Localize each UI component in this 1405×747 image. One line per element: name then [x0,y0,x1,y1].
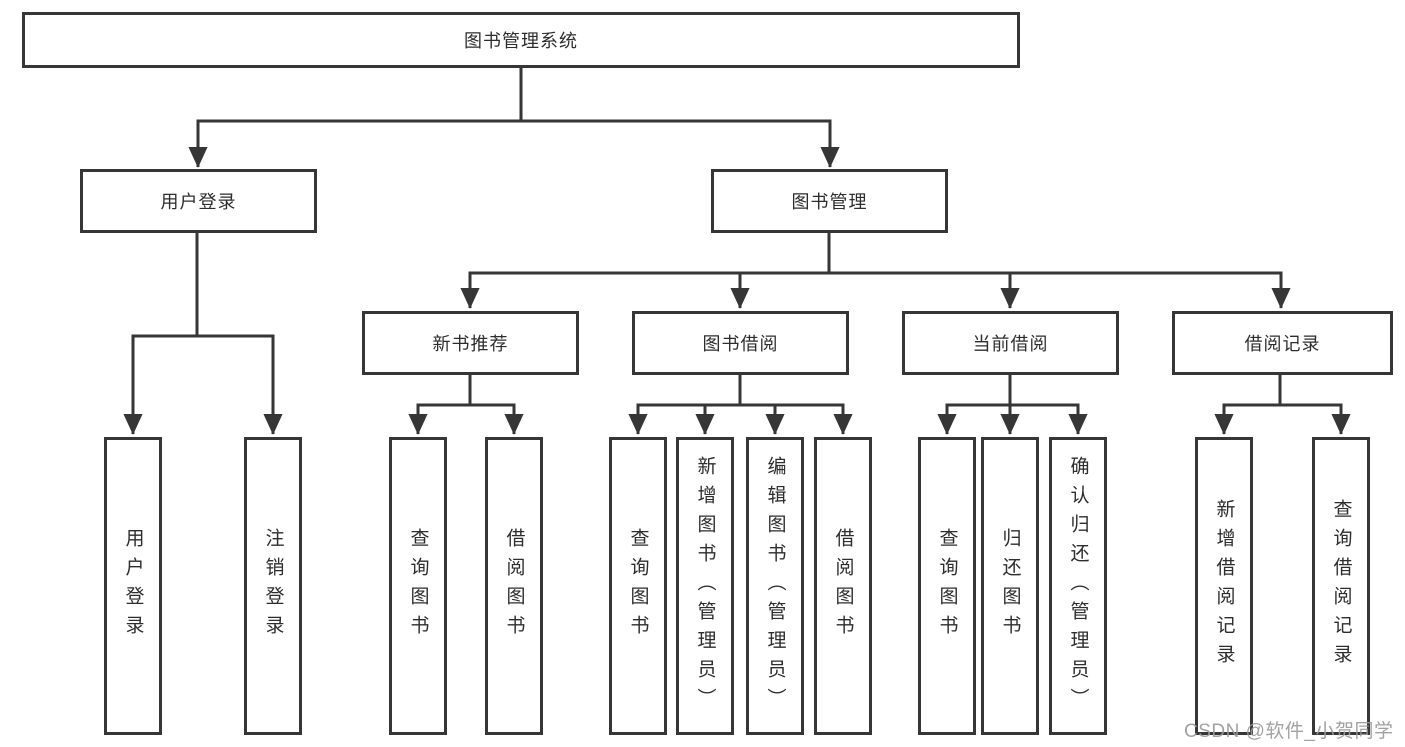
connector-book-borrow-children [628,375,853,435]
leaf-logout: 注销登录 [244,437,302,735]
node-current-borrowing: 当前借阅 [902,311,1119,375]
leaf-borrow-books-2: 借阅图书 [814,437,872,735]
leaf-query-books-1: 查询图书 [389,437,447,735]
leaf-add-borrow-record-label: 新增借阅记录 [1213,499,1235,673]
leaf-query-books-3: 查询图书 [918,437,976,735]
node-new-book-recommend: 新书推荐 [362,311,579,375]
leaf-confirm-return-admin-label: 确认归还（管理员） [1067,455,1089,717]
leaf-query-borrow-record-label: 查询借阅记录 [1330,499,1352,673]
node-book-borrowing: 图书借阅 [632,311,849,375]
connector-root-to-level2 [188,68,840,168]
leaf-borrow-books-2-label: 借阅图书 [832,528,854,644]
leaf-user-login: 用户登录 [104,437,162,735]
node-library-system: 图书管理系统 [22,12,1020,68]
connector-user-login-children [123,233,283,435]
node-user-login: 用户登录 [80,169,317,233]
leaf-query-books-2: 查询图书 [609,437,667,735]
leaf-borrow-books-1-label: 借阅图书 [503,528,525,644]
leaf-user-login-label: 用户登录 [122,528,144,644]
leaf-add-borrow-record: 新增借阅记录 [1195,437,1253,735]
node-book-management: 图书管理 [711,169,948,233]
leaf-query-borrow-record: 查询借阅记录 [1312,437,1370,735]
node-borrow-records: 借阅记录 [1172,311,1393,375]
leaf-return-books: 归还图书 [981,437,1039,735]
connector-new-book-children [408,375,524,435]
leaf-add-books-admin: 新增图书（管理员） [676,437,734,735]
leaf-add-books-admin-label: 新增图书（管理员） [694,455,716,717]
leaf-edit-books-admin: 编辑图书（管理员） [746,437,804,735]
connector-borrow-records-children [1214,375,1351,435]
connector-current-borrow-children [937,375,1088,435]
leaf-query-books-1-label: 查询图书 [407,528,429,644]
leaf-logout-label: 注销登录 [262,528,284,644]
leaf-confirm-return-admin: 确认归还（管理员） [1049,437,1107,735]
connector-book-mgmt-to-level3 [460,233,1291,309]
leaf-query-books-3-label: 查询图书 [936,528,958,644]
leaf-query-books-2-label: 查询图书 [627,528,649,644]
leaf-edit-books-admin-label: 编辑图书（管理员） [764,455,786,717]
leaf-return-books-label: 归还图书 [999,528,1021,644]
csdn-watermark: CSDN @软件_小贺同学 [1184,721,1394,742]
leaf-borrow-books-1: 借阅图书 [485,437,543,735]
